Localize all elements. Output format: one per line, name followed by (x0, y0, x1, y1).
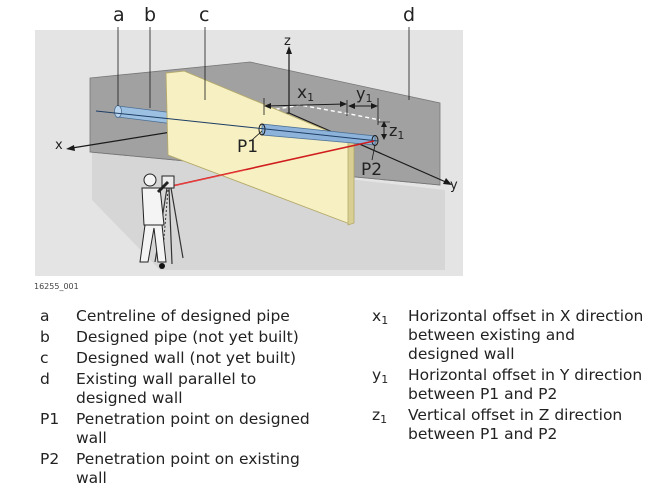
x1-label: x1 (297, 83, 315, 104)
legend-item: z1 Vertical offset in Z direction betwee… (372, 406, 623, 443)
axis-y-label: y (450, 178, 458, 193)
p1-label: P1 (237, 137, 259, 157)
callout-b: b (144, 4, 157, 26)
surveyor-figure (139, 173, 184, 269)
callout-c: c (199, 4, 210, 26)
y1-label: y1 (356, 84, 373, 105)
p2-label: P2 (361, 160, 383, 180)
legend-right: x1 Horizontal offset in X direction betw… (372, 307, 648, 446)
legend-item: x1 Horizontal offset in X direction betw… (372, 307, 644, 363)
callout-d: d (403, 4, 416, 26)
axis-y-line (288, 112, 449, 184)
legend-item: y1 Horizontal offset in Y direction betw… (372, 366, 643, 403)
diagram-figure: a b c d z x y x1 y1 z1 P1 P2 (35, 4, 463, 276)
pipe-centreline (95, 110, 379, 142)
x1-dimension (265, 103, 346, 107)
callout-a: a (113, 4, 125, 26)
axis-z-label: z (284, 34, 291, 49)
z1-label: z1 (389, 121, 405, 142)
axis-x-label: x (55, 138, 63, 153)
figure-id: 16255_001 (34, 282, 79, 291)
